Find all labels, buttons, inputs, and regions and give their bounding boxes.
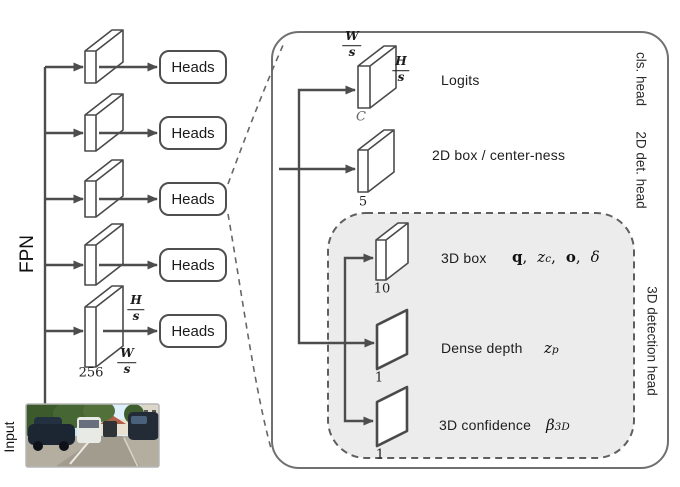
- feature-map-block-4: [84, 223, 124, 286]
- feature-map-block-3: [84, 159, 124, 218]
- frac-denominator: s: [132, 309, 140, 323]
- callout-line-bottom: [227, 213, 273, 453]
- side-label-2d-det-head: 2D det. head: [633, 131, 649, 209]
- math-comma: ,: [551, 248, 556, 266]
- dense-depth-plane: [375, 308, 409, 371]
- heads-box-1: Heads: [159, 50, 227, 84]
- feature-map-block-5: [84, 285, 124, 368]
- dense-depth-label: Dense depth: [441, 340, 523, 356]
- frac-h-over-s-left: H s: [127, 293, 145, 324]
- photo-road: [55, 436, 140, 467]
- heads-label: Heads: [171, 322, 215, 340]
- photo-wheel: [59, 441, 69, 451]
- confidence-plane: [375, 385, 409, 448]
- logits-block: [357, 45, 397, 109]
- box3d-label: 3D box: [441, 250, 487, 266]
- frac-w-over-s-panel: W s: [342, 29, 362, 60]
- box2d-dim-label: 5: [358, 194, 368, 210]
- math-beta-sub: 3D: [554, 421, 570, 433]
- side-label-3d-det-head: 3D detection head: [644, 286, 660, 396]
- frac-h-over-s-panel: H s: [392, 54, 410, 85]
- panel-arrow-logits: [297, 85, 356, 169]
- dense-dim-label: 1: [374, 370, 384, 386]
- input-image-photo: [26, 404, 159, 467]
- callout-line-top: [227, 42, 285, 185]
- frac-denominator: s: [397, 70, 405, 84]
- input-label: Input: [1, 421, 17, 453]
- frac-numerator: H: [127, 293, 145, 310]
- frac-denominator: s: [123, 362, 131, 376]
- frac-denominator: s: [348, 45, 356, 59]
- box2d-label: 2D box / center-ness: [432, 147, 566, 163]
- heads-box-5: Heads: [159, 314, 227, 348]
- math-comma: ,: [575, 248, 581, 266]
- panel-arrow-dense-depth: [297, 169, 375, 348]
- math-zc-sub: c: [545, 253, 552, 265]
- box3d-block: [375, 222, 409, 281]
- photo-van-windshield: [79, 420, 99, 428]
- conf-dim-label: 1: [375, 447, 385, 463]
- fpn-label: FPN: [17, 235, 38, 273]
- frac-numerator: W: [342, 29, 362, 46]
- heads-label: Heads: [171, 124, 215, 142]
- box2d-block: [357, 129, 395, 193]
- math-o: o: [565, 248, 576, 266]
- heads-box-2: Heads: [159, 116, 227, 150]
- panel-arrow-3d-confidence: [343, 343, 374, 426]
- photo-wheel: [33, 441, 43, 451]
- box3d-dim-label: 10: [373, 281, 391, 297]
- confidence-label: 3D confidence: [439, 417, 532, 433]
- math-zc-base: z: [537, 248, 546, 266]
- frac-numerator: H: [392, 54, 410, 71]
- channels-256-label: 256: [78, 365, 104, 381]
- photo-car-right-window: [131, 416, 147, 424]
- logits-dim-label: C: [356, 109, 366, 125]
- math-zp-base: z: [544, 339, 552, 357]
- feature-map-block-2: [84, 93, 124, 152]
- math-delta: δ: [590, 248, 600, 266]
- photo-car-left: [28, 424, 75, 445]
- heads-box-4: Heads: [159, 248, 227, 282]
- heads-label: Heads: [171, 190, 215, 208]
- math-zp-sub: p: [551, 344, 559, 356]
- feature-map-block-1: [84, 29, 124, 84]
- photo-car-behind-van: [103, 421, 117, 437]
- photo-road-edge: [123, 437, 139, 467]
- panel-arrow-3d-box: [343, 253, 374, 343]
- photo-trees-far: [83, 404, 115, 422]
- math-comma: ,: [522, 248, 528, 266]
- side-label-cls-head: cls. head: [633, 51, 649, 107]
- math-beta-base: β: [546, 416, 555, 434]
- heads-label: Heads: [171, 58, 215, 76]
- frac-numerator: W: [117, 346, 137, 363]
- math-q: q: [512, 248, 523, 266]
- heads-label: Heads: [171, 256, 215, 274]
- frac-w-over-s-left: W s: [117, 346, 137, 377]
- logits-label: Logits: [441, 72, 480, 88]
- input-image-frame: [25, 403, 160, 468]
- heads-box-3: Heads: [159, 182, 227, 216]
